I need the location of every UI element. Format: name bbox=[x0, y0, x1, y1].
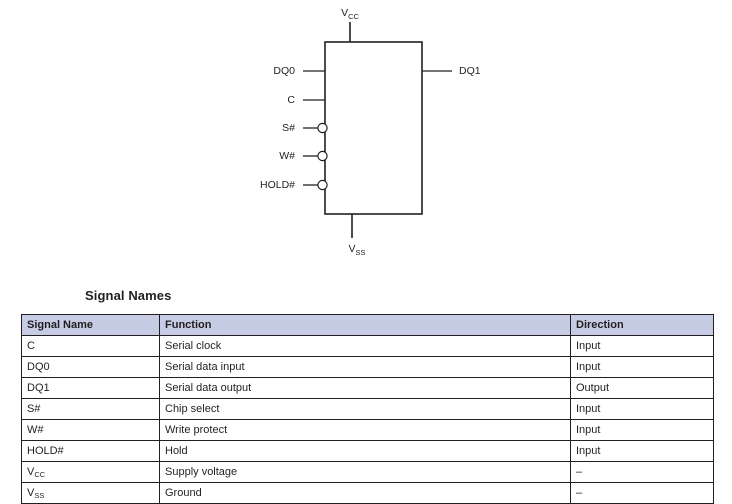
vcc-label-base: V bbox=[341, 7, 348, 19]
pin-label-dq1: DQ1 bbox=[459, 65, 481, 77]
cell-direction: Input bbox=[570, 440, 714, 462]
chip-body-rect bbox=[324, 41, 423, 215]
cell-signal-name: HOLD# bbox=[21, 440, 160, 462]
cell-signal-name: VCC bbox=[21, 461, 160, 483]
cell-signal-name: DQ0 bbox=[21, 356, 160, 378]
column-header-function: Function bbox=[159, 314, 571, 336]
cell-signal-name: DQ1 bbox=[21, 377, 160, 399]
pin-label-w: W# bbox=[279, 150, 295, 162]
cell-function: Serial data output bbox=[159, 377, 571, 399]
cell-direction: Input bbox=[570, 335, 714, 357]
inversion-bubble-s-icon bbox=[317, 122, 328, 134]
pin-label-hold: HOLD# bbox=[260, 179, 295, 191]
cell-direction: Input bbox=[570, 356, 714, 378]
vcc-label-sub: CC bbox=[348, 12, 359, 21]
cell-function: Chip select bbox=[159, 398, 571, 420]
cell-function: Serial data input bbox=[159, 356, 571, 378]
column-header-direction: Direction bbox=[570, 314, 714, 336]
pin-label-s: S# bbox=[282, 122, 295, 134]
cell-signal-name: S# bbox=[21, 398, 160, 420]
pin-label-dq0: DQ0 bbox=[273, 65, 295, 77]
inversion-bubble-hold-icon bbox=[317, 179, 328, 191]
cell-signal-name: C bbox=[21, 335, 160, 357]
cell-signal-name: VSS bbox=[21, 482, 160, 504]
cell-function: Ground bbox=[159, 482, 571, 504]
signal-name-subscript: SS bbox=[34, 490, 45, 500]
column-header-signal-name: Signal Name bbox=[21, 314, 160, 336]
vss-label-sub: SS bbox=[356, 248, 366, 257]
pin-label-c: C bbox=[287, 94, 295, 106]
vss-label-base: V bbox=[348, 243, 355, 255]
cell-direction: – bbox=[570, 482, 714, 504]
cell-function: Hold bbox=[159, 440, 571, 462]
inversion-bubble-w-icon bbox=[317, 150, 328, 162]
cell-function: Write protect bbox=[159, 419, 571, 441]
signal-name-subscript: CC bbox=[34, 469, 46, 479]
signal-names-heading: Signal Names bbox=[85, 288, 172, 303]
cell-signal-name: W# bbox=[21, 419, 160, 441]
cell-direction: – bbox=[570, 461, 714, 483]
cell-direction: Output bbox=[570, 377, 714, 399]
logic-symbol-diagram: VCC VSS DQ0 C S# W# HOLD# DQ1 bbox=[260, 7, 481, 257]
cell-direction: Input bbox=[570, 398, 714, 420]
cell-function: Supply voltage bbox=[159, 461, 571, 483]
vss-pin-label: VSS bbox=[348, 243, 365, 257]
table-header-row: Signal Name Function Direction bbox=[21, 314, 714, 336]
cell-function: Serial clock bbox=[159, 335, 571, 357]
cell-direction: Input bbox=[570, 419, 714, 441]
vcc-pin-label: VCC bbox=[341, 7, 359, 21]
